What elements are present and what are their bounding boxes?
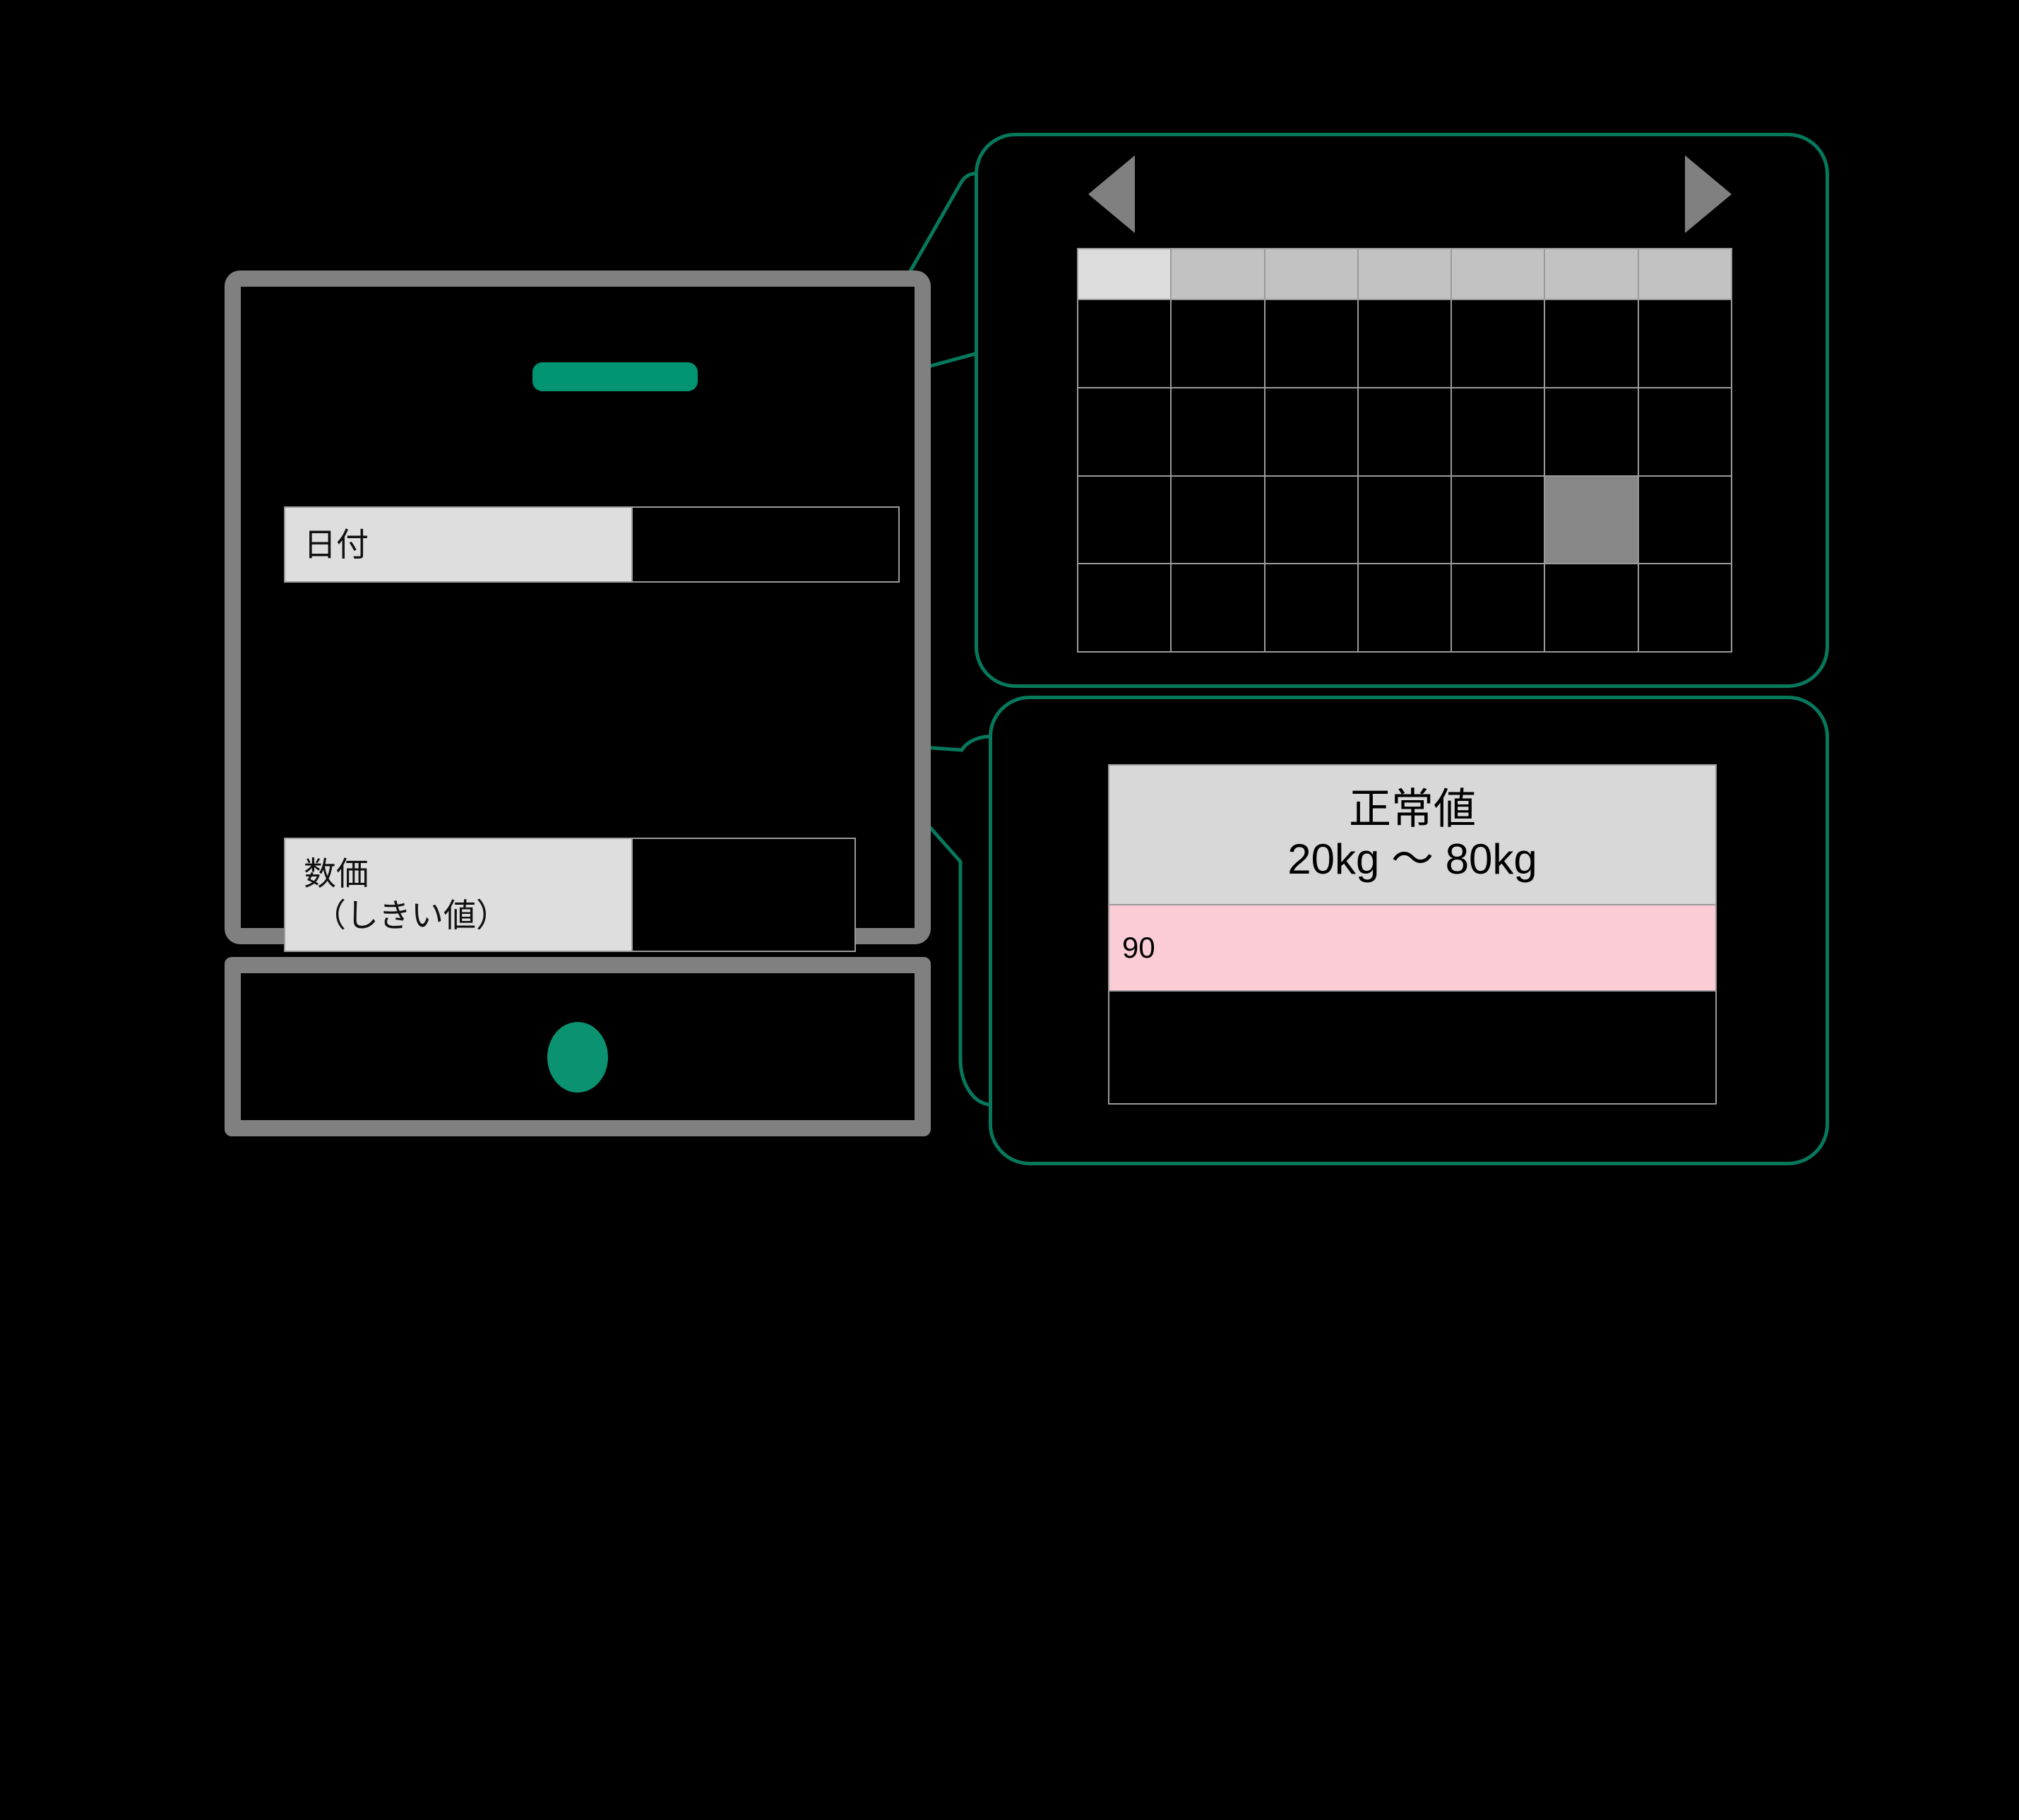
chevron-right-icon[interactable] xyxy=(1685,155,1732,233)
calendar-day-cell[interactable] xyxy=(1358,300,1453,388)
threshold-field-input[interactable] xyxy=(631,839,854,951)
calendar-callout-panel xyxy=(975,133,1829,688)
calendar-weekday-header xyxy=(1265,249,1359,300)
calendar-day-cell[interactable] xyxy=(1452,388,1546,477)
normal-range-header: 正常値 20kg 〜 80kg xyxy=(1109,766,1715,904)
phone-mockup: 日付 数価 （しきい値） xyxy=(225,270,931,1136)
calendar-day-cell[interactable] xyxy=(1638,476,1732,565)
calendar-day-cell[interactable] xyxy=(1545,564,1639,653)
normal-range-span: 20kg 〜 80kg xyxy=(1287,835,1537,883)
home-button[interactable] xyxy=(547,1022,608,1093)
out-of-range-row[interactable]: 90 xyxy=(1109,904,1715,992)
calendar-weekday-header xyxy=(1638,249,1732,300)
calendar-day-cell[interactable] xyxy=(1265,300,1359,388)
calendar-day-cell[interactable] xyxy=(1172,476,1265,565)
calendar-day-cell[interactable] xyxy=(1638,388,1732,477)
calendar-day-cell[interactable] xyxy=(1545,388,1639,477)
calendar-day-cell[interactable] xyxy=(1452,476,1546,565)
calendar-day-cell[interactable] xyxy=(1265,564,1359,653)
calendar-day-cell[interactable] xyxy=(1638,300,1732,388)
calendar-nav xyxy=(978,136,1826,249)
out-of-range-value: 90 xyxy=(1122,931,1155,964)
calendar-day-cell[interactable] xyxy=(1172,300,1265,388)
date-field-row[interactable]: 日付 xyxy=(284,506,900,583)
calendar-day-cell[interactable] xyxy=(1452,564,1546,653)
calendar-weekday-header xyxy=(1545,249,1639,300)
calendar-weekday-header xyxy=(1452,249,1546,300)
phone-footer-bar xyxy=(225,957,931,1136)
normal-range-table: 正常値 20kg 〜 80kg 90 xyxy=(1108,764,1717,1105)
calendar-day-cell[interactable] xyxy=(1638,564,1732,653)
calendar-day-cell[interactable] xyxy=(1265,476,1359,565)
calendar-day-cell[interactable] xyxy=(1078,476,1172,565)
app-title-pill xyxy=(532,362,698,391)
calendar-day-cell[interactable] xyxy=(1078,564,1172,653)
calendar-weekday-header xyxy=(1172,249,1265,300)
normal-range-title: 正常値 xyxy=(1349,785,1476,833)
threshold-field-row[interactable]: 数価 （しきい値） xyxy=(284,838,856,952)
calendar-day-cell[interactable] xyxy=(1452,300,1546,388)
phone-screen: 日付 数価 （しきい値） xyxy=(257,303,900,952)
threshold-label-line1: 数価 xyxy=(304,855,369,893)
threshold-field-label: 数価 （しきい値） xyxy=(285,839,631,951)
phone-frame: 日付 数価 （しきい値） xyxy=(225,270,931,952)
calendar-weekday-header xyxy=(1358,249,1453,300)
chevron-left-icon[interactable] xyxy=(1088,155,1135,233)
calendar-day-cell-selected[interactable] xyxy=(1545,476,1639,565)
date-field-label: 日付 xyxy=(285,508,631,581)
calendar-day-cell[interactable] xyxy=(1358,476,1453,565)
calendar-day-cell[interactable] xyxy=(1358,564,1453,653)
threshold-label-line2: （しきい値） xyxy=(314,897,508,934)
value-callout-panel: 正常値 20kg 〜 80kg 90 xyxy=(989,696,1829,1165)
calendar-grid xyxy=(1077,248,1732,653)
calendar-day-cell[interactable] xyxy=(1265,388,1359,477)
calendar-day-cell[interactable] xyxy=(1545,300,1639,388)
calendar-day-cell[interactable] xyxy=(1358,388,1453,477)
calendar-day-cell[interactable] xyxy=(1078,300,1172,388)
calendar-day-cell[interactable] xyxy=(1172,388,1265,477)
diagram-canvas: 日付 数価 （しきい値） xyxy=(225,133,1829,1165)
date-field-input[interactable] xyxy=(631,508,898,581)
calendar-weekday-header xyxy=(1078,249,1172,300)
calendar-day-cell[interactable] xyxy=(1172,564,1265,653)
calendar-day-cell[interactable] xyxy=(1078,388,1172,477)
empty-row[interactable] xyxy=(1109,992,1715,1103)
